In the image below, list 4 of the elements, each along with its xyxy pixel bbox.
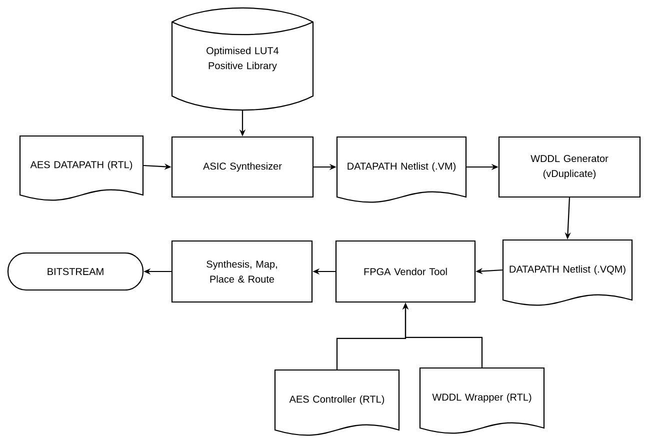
- process-box: ASIC Synthesizer: [171, 136, 314, 198]
- process-box: WDDL Generator (vDuplicate): [498, 136, 641, 198]
- process-box: FPGA Vendor Tool: [335, 240, 476, 303]
- process-box: Synthesis, Map, Place & Route: [171, 240, 313, 303]
